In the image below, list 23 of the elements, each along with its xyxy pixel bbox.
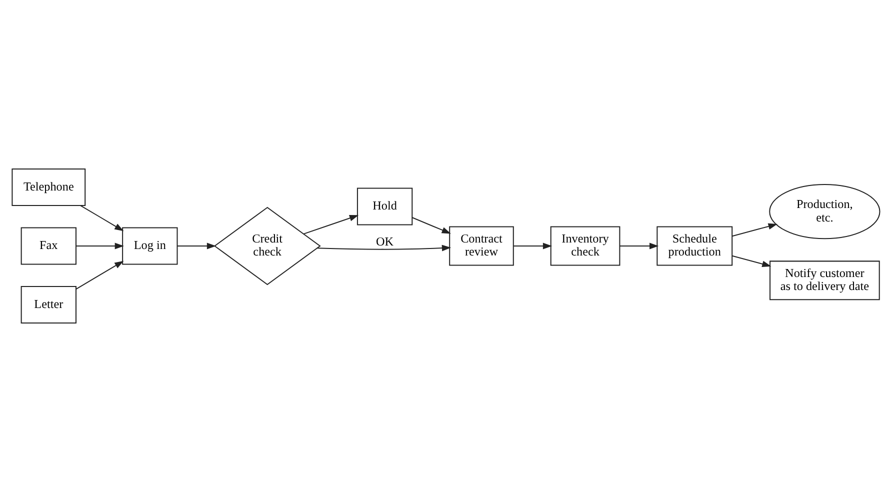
node-box: Hold: [356, 187, 413, 225]
arrow: [732, 222, 778, 236]
arrow: [620, 242, 659, 249]
arrow: [80, 204, 124, 231]
arrow: [76, 260, 124, 290]
arrow: [317, 244, 452, 251]
node-box: Letter: [20, 286, 76, 323]
arrow: [303, 214, 359, 234]
node-box: Fax: [20, 226, 76, 264]
edge-label: OK: [376, 234, 394, 248]
node-box: Telephone: [12, 168, 86, 206]
arrow: [76, 242, 124, 249]
node-box: Schedule production: [656, 226, 733, 266]
arrow: [514, 242, 552, 249]
arrow: [732, 254, 772, 267]
node-diamond: Credit check: [214, 206, 321, 285]
node-box: Notify customer as to delivery date: [770, 260, 880, 300]
node-box: Inventory check: [550, 226, 620, 266]
node-box: Contract review: [449, 226, 514, 266]
node-ellipse: Production, etc.: [769, 184, 880, 239]
arrow: [177, 242, 216, 249]
node-box: Log in: [122, 226, 178, 264]
arrow: [412, 216, 451, 234]
